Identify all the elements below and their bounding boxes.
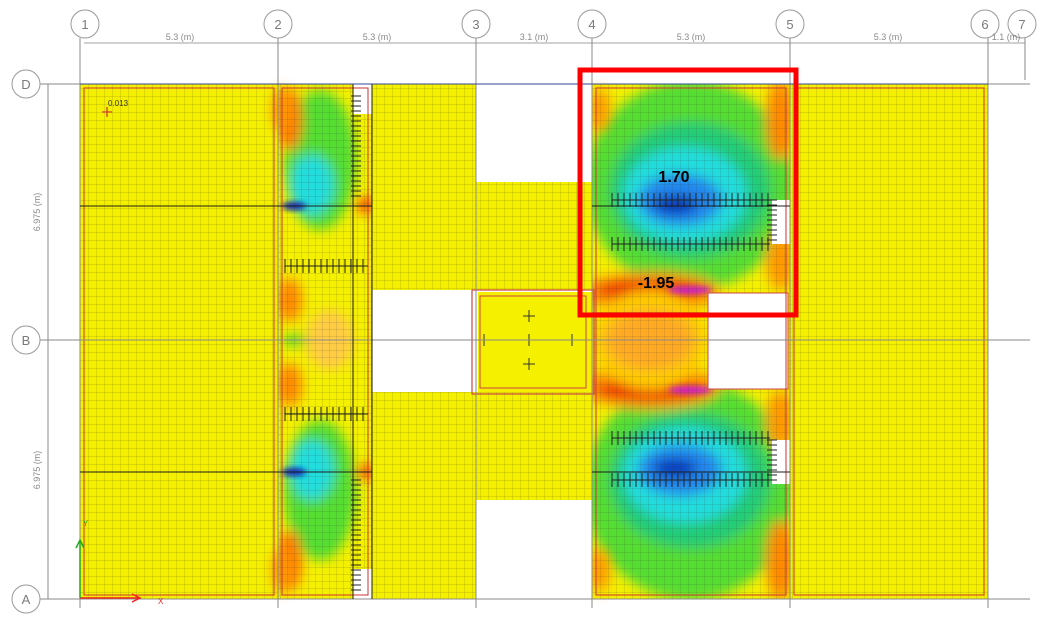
- opening-right-upper: [772, 200, 790, 244]
- dim-D-B: 6.975 (m): [32, 193, 42, 232]
- svg-text:3: 3: [472, 17, 479, 32]
- peak-negative-label: -1.95: [638, 275, 675, 292]
- svg-text:X: X: [158, 597, 164, 606]
- vertical-dimensions: 6.975 (m) 6.975 (m): [32, 193, 42, 490]
- grid-bubble-A: A: [11, 584, 41, 614]
- dim-B-A: 6.975 (m): [32, 451, 42, 490]
- horizontal-dimensions: 5.3 (m) 5.3 (m) 3.1 (m) 5.3 (m) 5.3 (m) …: [166, 32, 1021, 42]
- svg-text:7: 7: [1018, 17, 1025, 32]
- axis-indicator: X Y: [75, 519, 164, 606]
- opening-corridor-bottom: [476, 500, 592, 599]
- dim-1-2: 5.3 (m): [166, 32, 195, 42]
- opening-right-mid: [707, 292, 789, 390]
- opening-corridor-top: [476, 84, 592, 182]
- grid-bubble-7: 7: [1007, 9, 1037, 39]
- svg-text:0.013: 0.013: [108, 99, 129, 108]
- grid-bubble-1: 1: [70, 9, 100, 39]
- svg-text:1: 1: [81, 17, 88, 32]
- grid-bubble-4: 4: [577, 9, 607, 39]
- dim-3-4: 3.1 (m): [520, 32, 549, 42]
- dim-4-5: 5.3 (m): [677, 32, 706, 42]
- opening-col3-mid: [372, 290, 476, 392]
- column-grid-bubbles: 1 2 3 4 5 6 7: [70, 9, 1037, 39]
- beam-hatches: [284, 95, 777, 591]
- grid-bubble-2: 2: [263, 9, 293, 39]
- highlight-region: 1.70 -1.95: [577, 67, 799, 318]
- opening-strip-bottom: [353, 569, 372, 599]
- grid-bubble-3: 3: [461, 9, 491, 39]
- corner-value-marker: 0.013: [102, 99, 129, 117]
- grid-bubble-B: B: [11, 325, 41, 355]
- svg-text:D: D: [21, 77, 30, 92]
- slab-panel-core: [478, 292, 592, 392]
- grid-bubble-5: 5: [775, 9, 805, 39]
- svg-text:A: A: [22, 592, 31, 607]
- highlight-box: [577, 67, 799, 318]
- dim-6-7: 1.1 (m): [992, 32, 1021, 42]
- row-grid-bubbles: D B A: [11, 69, 41, 614]
- panel-borders: [83, 87, 985, 596]
- grid-bubble-D: D: [11, 69, 41, 99]
- opening-right-lower: [772, 440, 790, 484]
- interior-lines: [80, 83, 988, 599]
- svg-text:6: 6: [981, 17, 988, 32]
- svg-text:2: 2: [274, 17, 281, 32]
- svg-text:4: 4: [588, 17, 595, 32]
- svg-text:5: 5: [786, 17, 793, 32]
- peak-positive-label: 1.70: [658, 169, 689, 186]
- svg-text:B: B: [22, 333, 31, 348]
- dim-5-6: 5.3 (m): [874, 32, 903, 42]
- svg-text:Y: Y: [83, 519, 89, 528]
- dim-2-3: 5.3 (m): [363, 32, 392, 42]
- grid-bubble-6: 6: [970, 9, 1000, 39]
